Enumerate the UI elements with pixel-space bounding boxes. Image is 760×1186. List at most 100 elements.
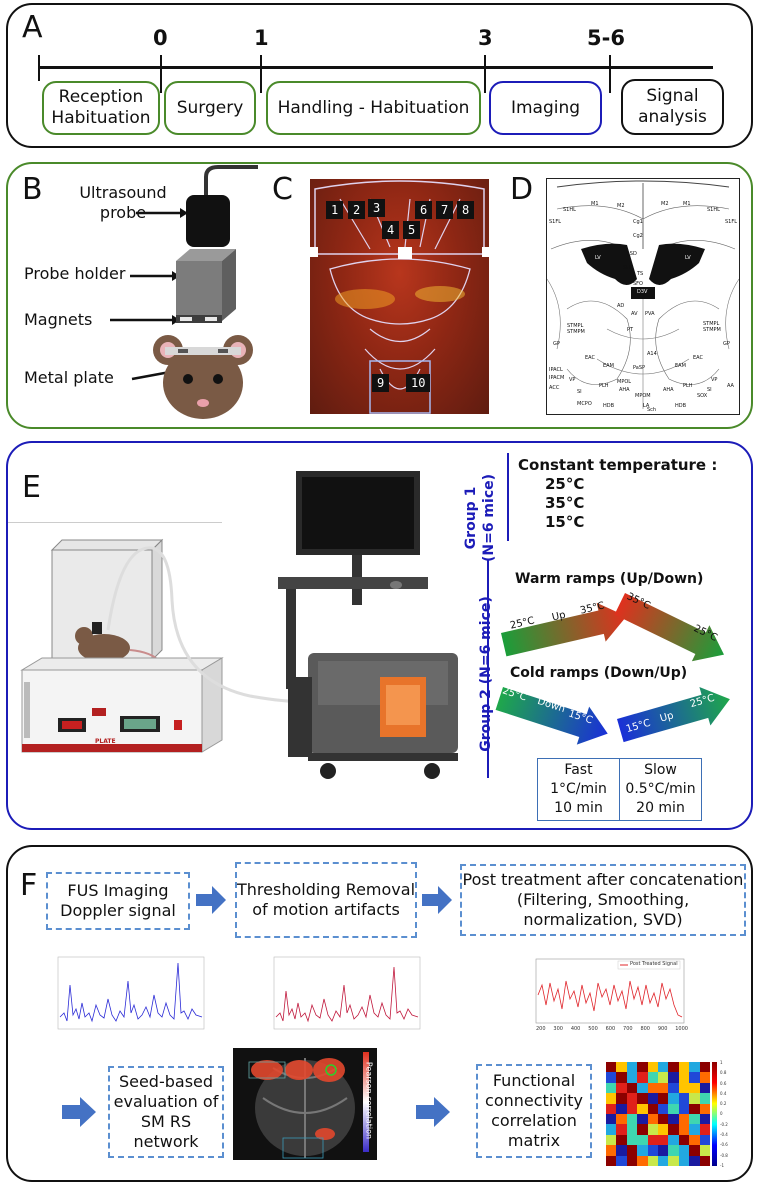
stage-surgery: Surgery <box>164 81 256 135</box>
panel-f <box>6 845 753 1182</box>
arrow-step1-to-step2 <box>196 886 226 914</box>
timeline-tick-5-6 <box>609 55 611 93</box>
matrix-cell <box>668 1145 679 1156</box>
matrix-cell <box>606 1082 617 1094</box>
roi-label-3: 3 <box>368 199 386 217</box>
timeline-line <box>38 66 713 69</box>
atlas-label-sfi: SFi <box>623 265 631 271</box>
atlas-label-la: LA <box>643 403 650 409</box>
atlas-label-stmpm-right: STMPM <box>703 327 721 333</box>
cold-up-arrow <box>617 687 730 743</box>
tick-label-5-6: 5-6 <box>587 26 625 50</box>
matrix-cell <box>668 1072 679 1083</box>
matrix-cell <box>647 1145 658 1156</box>
atlas-label-cg1: Cg1 <box>633 219 643 225</box>
probe-holder-shape <box>176 261 222 321</box>
atlas-label-hdb-left: HDB <box>603 403 615 409</box>
post-treated-signal-plot <box>535 958 685 1024</box>
post-treated-signal-line <box>537 980 683 1018</box>
matrix-cell <box>637 1093 648 1104</box>
hot-plate-brand-label: PLATE <box>95 738 116 745</box>
atlas-label-a14: A14 <box>647 351 657 357</box>
atlas-label-m1-right: M1 <box>683 201 691 207</box>
cold-down-arrow <box>495 687 608 745</box>
mouse-head <box>163 347 243 419</box>
matrix-cell <box>606 1134 617 1146</box>
matrix-cell <box>626 1082 638 1094</box>
matrix-cell <box>616 1145 627 1156</box>
matrix-cell <box>606 1093 617 1104</box>
matrix-cell <box>637 1062 648 1073</box>
atlas-label-sox: SOX <box>697 393 708 399</box>
panel-d-label: D <box>510 172 534 207</box>
matrix-cell <box>678 1082 690 1094</box>
temp-35c: 35°C <box>545 494 585 512</box>
matrix-cell <box>699 1134 710 1146</box>
pearson-colorbar <box>363 1052 369 1152</box>
matrix-cell <box>606 1113 617 1125</box>
matrix-cell <box>637 1072 648 1083</box>
tick-label-0: 0 <box>153 26 168 50</box>
slow-column: Slow 0.5°C/min 20 min <box>625 762 696 816</box>
panel-e-label: E <box>22 470 41 505</box>
thresholded-signal-plot <box>273 956 421 1030</box>
brain-atlas-section: M1 M2 Cg1 M2 M1 S1HL S1HL S1FL S1FL LV L… <box>546 178 740 415</box>
matrix-cell <box>689 1103 700 1114</box>
roi-label-7: 7 <box>436 201 454 219</box>
matrix-cell <box>616 1155 627 1166</box>
stage-signal-analysis: Signal analysis <box>621 79 724 135</box>
matrix-cell <box>606 1124 617 1135</box>
metal-plate-shape <box>165 347 241 355</box>
timeline-tick-1 <box>260 55 262 93</box>
atlas-label-plh-right: PLH <box>683 383 693 389</box>
seed-based-map: Pearson correlation <box>233 1048 377 1160</box>
matrix-cell <box>626 1072 638 1083</box>
matrix-cell <box>637 1145 648 1156</box>
hot-plate-illustration <box>20 538 224 753</box>
brain-outline-overlay <box>310 180 489 414</box>
atlas-label-eam-left: EAM <box>603 363 614 369</box>
timeline-tick-3 <box>484 55 486 93</box>
atlas-label-ad: AD <box>617 303 625 309</box>
matrix-cell <box>678 1124 690 1135</box>
matrix-colorbar <box>712 1062 717 1166</box>
atlas-label-d3v: D3V <box>637 289 648 295</box>
fus-coronal-image: 1 2 3 4 5 6 7 8 9 10 <box>310 179 489 414</box>
roi-label-2: 2 <box>348 201 366 219</box>
matrix-cell <box>668 1124 679 1135</box>
matrix-cell <box>647 1155 658 1166</box>
arrow-step2-to-step3 <box>422 886 452 914</box>
matrix-cell <box>699 1113 710 1125</box>
matrix-cell <box>647 1134 658 1146</box>
matrix-cell <box>678 1093 690 1104</box>
tick-label-1: 1 <box>254 26 269 50</box>
temp-15c: 15°C <box>545 513 585 531</box>
matrix-cell <box>606 1072 617 1083</box>
matrix-cell <box>647 1093 658 1104</box>
atlas-label-sch: Sch <box>647 407 657 413</box>
matrix-cell <box>616 1062 627 1073</box>
step-seed-based: Seed-based evaluation of SM RS network <box>108 1066 224 1158</box>
label-magnets: Magnets <box>24 310 93 329</box>
matrix-cell <box>647 1062 658 1073</box>
panel-e-divider <box>8 522 222 523</box>
arrow-to-connectivity <box>416 1097 450 1127</box>
panel-c-label: C <box>272 172 293 207</box>
roi-label-1: 1 <box>326 201 344 219</box>
matrix-cell <box>678 1072 690 1083</box>
timeline-tick-0 <box>160 55 162 93</box>
matrix-cell <box>647 1082 658 1094</box>
atlas-label-lv-right: LV <box>685 255 691 261</box>
matrix-cell <box>699 1103 710 1114</box>
atlas-label-eac-left: EAC <box>585 355 595 361</box>
raw-signal-line <box>59 962 203 1023</box>
atlas-label-vp-right: VP <box>711 377 718 383</box>
atlas-label-aha-left: AHA <box>619 387 630 393</box>
temp-25c: 25°C <box>545 475 585 493</box>
atlas-label-m1-left: M1 <box>591 201 599 207</box>
matrix-cell <box>616 1103 627 1114</box>
matrix-cell <box>689 1093 700 1104</box>
thresholded-signal-line <box>275 966 419 1023</box>
atlas-label-stmpm-left: STMPM <box>567 329 585 335</box>
matrix-cell <box>689 1082 700 1094</box>
